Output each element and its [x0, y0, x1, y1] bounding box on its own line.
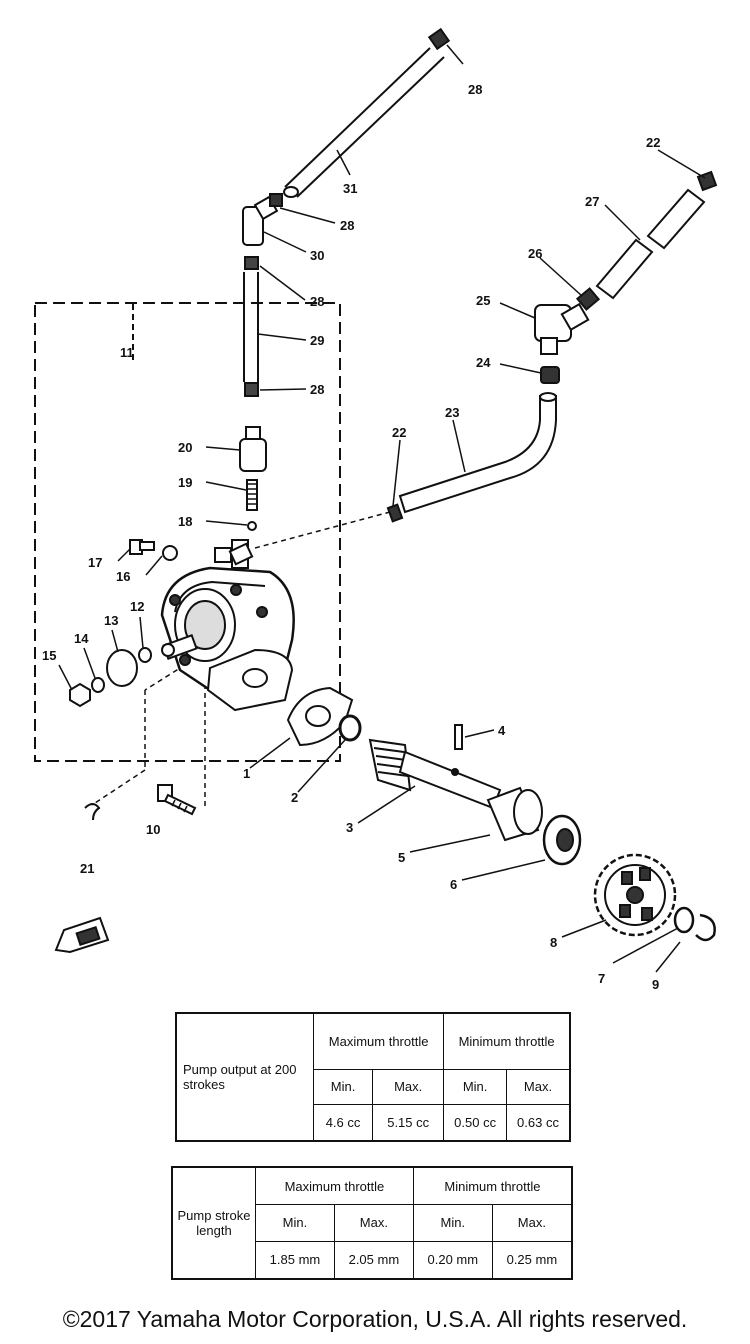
circlip-9 — [695, 913, 716, 942]
bearing-6 — [542, 814, 582, 866]
pump-stroke-row-label: Pump stroke length — [171, 1166, 256, 1280]
output-min-throttle-header: Minimum throttle — [443, 1012, 571, 1070]
output-max-throttle-header: Maximum throttle — [312, 1012, 445, 1070]
stroke-max-max-value: 2.05 mm — [333, 1240, 414, 1280]
output-max-min-value: 4.6 cc — [312, 1103, 374, 1142]
washer-16 — [162, 545, 178, 561]
callout-28: 28 — [340, 218, 354, 233]
stroke-max-min-value: 1.85 mm — [255, 1240, 335, 1280]
output-max-max-label: Max. — [372, 1068, 445, 1105]
spring-19 — [246, 479, 258, 511]
pump-output-row-label: Pump output at 200 strokes — [175, 1012, 314, 1142]
drive-shaft-3 — [368, 738, 502, 810]
callout-26: 26 — [528, 246, 542, 261]
callout-29: 29 — [310, 333, 324, 348]
callout-27: 27 — [585, 194, 599, 209]
output-min-min-label: Min. — [443, 1068, 507, 1105]
oil-pump-body — [160, 539, 295, 712]
banjo-fitting-30 — [242, 193, 283, 246]
clamp-28-upper — [244, 256, 259, 270]
pipe-29 — [243, 272, 259, 382]
stroke-min-min-label: Min. — [412, 1204, 493, 1242]
callout-6: 6 — [450, 877, 457, 892]
plate-13 — [106, 649, 138, 687]
output-min-min-value: 0.50 cc — [443, 1103, 507, 1142]
callout-12: 12 — [130, 599, 144, 614]
callout-22: 22 — [646, 135, 660, 150]
stroke-min-max-label: Max. — [491, 1204, 573, 1242]
collar-5 — [486, 786, 543, 842]
delivery-pipe-31 — [283, 47, 445, 198]
pump-assembly-boundary — [34, 302, 341, 762]
callout-24: 24 — [476, 355, 491, 370]
nut-15 — [69, 682, 91, 708]
stroke-min-max-value: 0.25 mm — [491, 1240, 573, 1280]
callout-16: 16 — [116, 569, 130, 584]
gear-8 — [593, 853, 677, 937]
washer-7 — [673, 906, 695, 934]
callout-20: 20 — [178, 440, 192, 455]
check-valve-body-20 — [239, 426, 267, 472]
hose-23 — [398, 392, 557, 514]
screw-17 — [129, 539, 155, 555]
washer-14 — [91, 677, 105, 693]
callout-22: 22 — [392, 425, 406, 440]
o-ring-2 — [338, 714, 362, 742]
callout-7: 7 — [598, 971, 605, 986]
clamp-28-top — [427, 27, 451, 51]
output-max-max-value: 5.15 cc — [372, 1103, 445, 1142]
pump-output-table: Pump output at 200 strokes Maximum throt… — [175, 1012, 571, 1142]
clamp-22-lower — [386, 503, 404, 523]
clip-21 — [84, 803, 101, 821]
washer-12 — [138, 647, 152, 663]
output-max-min-label: Min. — [312, 1068, 374, 1105]
clamp-26 — [575, 287, 601, 311]
clamp-28-lower — [244, 382, 259, 397]
gasket-1 — [286, 686, 354, 747]
pin-4 — [454, 724, 463, 750]
output-min-max-label: Max. — [505, 1068, 571, 1105]
callout-4: 4 — [498, 723, 506, 738]
callout-19: 19 — [178, 475, 192, 490]
callout-8: 8 — [550, 935, 557, 950]
callout-17: 17 — [88, 555, 102, 570]
stroke-min-throttle-header: Minimum throttle — [412, 1166, 573, 1206]
banjo-fitting-25 — [534, 302, 590, 355]
callout-28: 28 — [310, 294, 324, 309]
bolt-10 — [157, 784, 197, 816]
ball-18 — [247, 521, 257, 531]
callout-3: 3 — [346, 820, 353, 835]
callout-25: 25 — [476, 293, 490, 308]
front-arrow-icon — [54, 916, 110, 954]
stroke-max-min-label: Min. — [255, 1204, 335, 1242]
callout-15: 15 — [42, 648, 56, 663]
output-min-max-value: 0.63 cc — [505, 1103, 571, 1142]
callout-28: 28 — [468, 82, 482, 97]
stroke-max-throttle-header: Maximum throttle — [255, 1166, 414, 1206]
callout-1: 1 — [243, 766, 250, 781]
callout-28: 28 — [310, 382, 324, 397]
pump-shaft-stub — [161, 634, 198, 660]
callout-14: 14 — [74, 631, 89, 646]
copyright-notice: ©2017 Yamaha Motor Corporation, U.S.A. A… — [62, 1306, 688, 1332]
callout-5: 5 — [398, 850, 405, 865]
stroke-min-min-value: 0.20 mm — [412, 1240, 493, 1280]
stroke-max-max-label: Max. — [333, 1204, 414, 1242]
callout-11: 11 — [120, 345, 134, 360]
callout-31: 31 — [343, 181, 357, 196]
callout-9: 9 — [652, 977, 659, 992]
callout-21: 21 — [80, 861, 94, 876]
callout-13: 13 — [104, 613, 118, 628]
pump-stroke-table: Pump stroke length Maximum throttle Mini… — [171, 1166, 573, 1280]
callout-30: 30 — [310, 248, 324, 263]
callout-18: 18 — [178, 514, 192, 529]
callout-2: 2 — [291, 790, 298, 805]
callout-10: 10 — [146, 822, 160, 837]
hose-27 — [595, 188, 706, 300]
clamp-24 — [540, 366, 560, 384]
callout-23: 23 — [445, 405, 459, 420]
